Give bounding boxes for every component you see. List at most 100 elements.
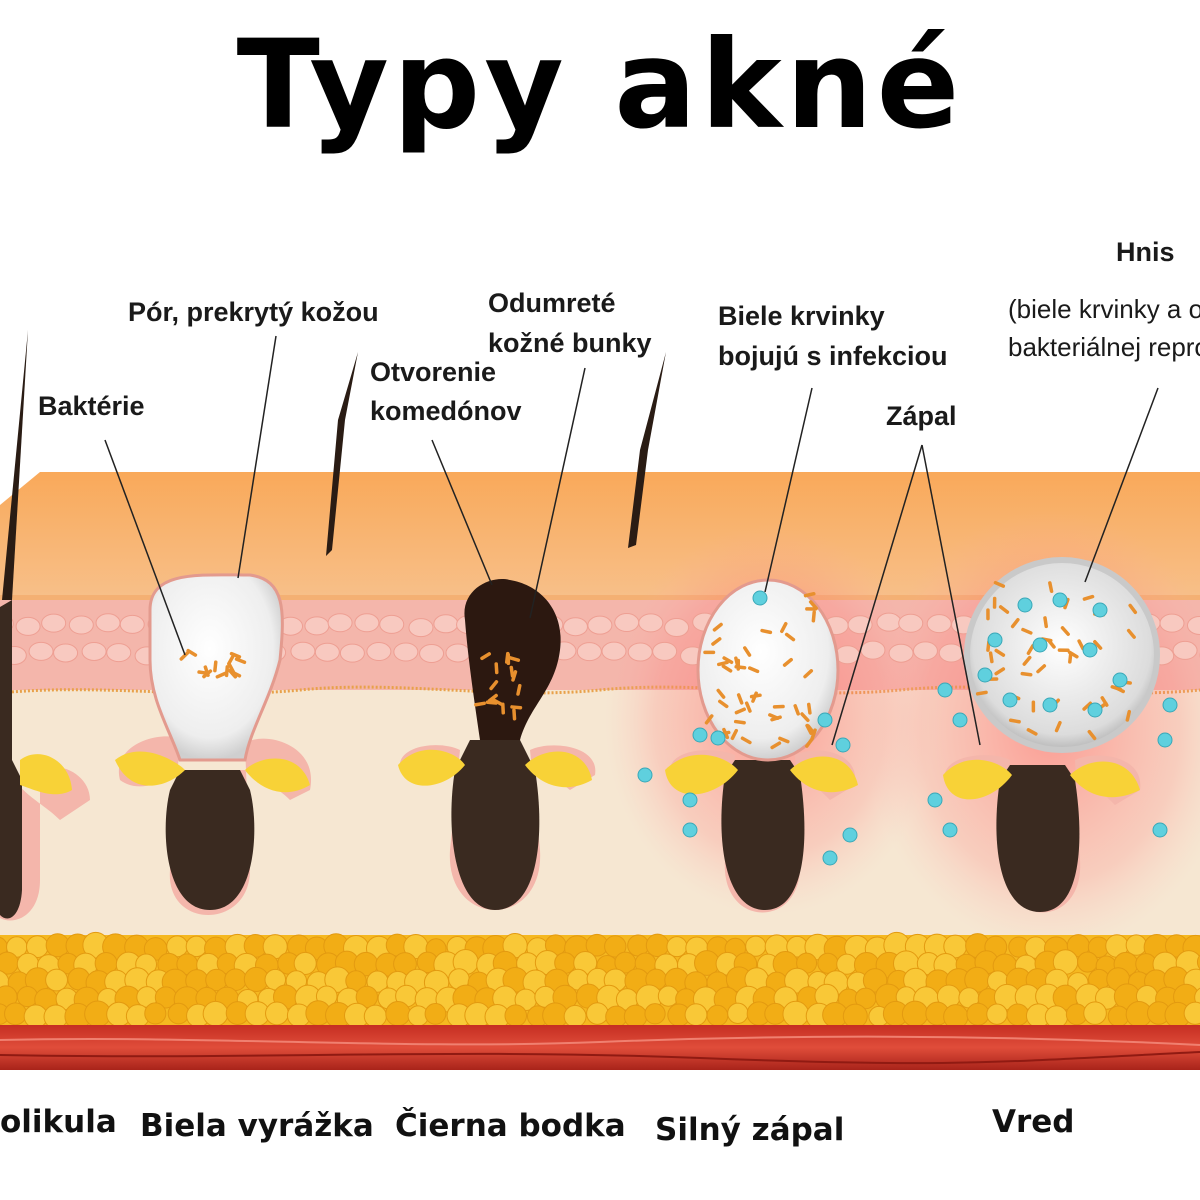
bacterium	[494, 662, 499, 675]
bacterium	[782, 657, 793, 667]
bacterium	[718, 699, 729, 709]
dermis-cell	[314, 642, 340, 662]
fat-cell	[727, 1002, 749, 1025]
bacterium	[1036, 664, 1047, 674]
bacterium	[510, 705, 523, 710]
fat-cell	[185, 935, 208, 958]
dermis-cell	[366, 642, 392, 662]
bacterium	[721, 664, 733, 673]
bacterium	[744, 701, 752, 713]
bacterium	[1031, 700, 1036, 713]
hair-2	[628, 352, 666, 548]
dermis-cell	[562, 617, 588, 637]
dermis-cell	[614, 613, 640, 633]
white-blood-cell	[942, 822, 958, 838]
bacterium	[770, 715, 782, 722]
fat-cell	[563, 1004, 587, 1028]
dermis-cell	[1159, 613, 1185, 633]
follicle-normal	[0, 330, 90, 921]
bacterium	[474, 701, 486, 707]
dermis-cell	[876, 612, 902, 632]
dermis-cell	[393, 642, 419, 662]
white-blood-cell	[817, 712, 833, 728]
bacterium	[780, 621, 788, 634]
bacterium	[512, 708, 517, 721]
callout-comedone-opening-2: komedónov	[370, 396, 522, 426]
fat-cell	[666, 936, 688, 958]
dermis-cell	[379, 614, 405, 634]
white-blood-cell	[977, 667, 993, 683]
bacterium	[224, 665, 230, 678]
dermis-cell	[1172, 640, 1198, 660]
white-blood-cell	[937, 682, 953, 698]
callout-white-cells-2: bojujú s infekciou	[718, 341, 948, 371]
bacterium	[1128, 603, 1138, 615]
white-blood-cell	[1152, 822, 1168, 838]
white-blood-cell	[752, 590, 768, 606]
dermis-cell	[119, 614, 145, 634]
white-blood-cell	[1002, 692, 1018, 708]
bacterium	[227, 662, 236, 674]
fat-cell	[4, 1002, 27, 1026]
dermis-cell	[28, 641, 54, 661]
bacterium	[203, 665, 210, 677]
fat-cell	[966, 1002, 990, 1026]
fat-cell	[45, 968, 68, 992]
bacterium	[994, 648, 1006, 657]
callout-lines	[104, 335, 1159, 746]
bacterium	[772, 704, 785, 709]
bacterium	[810, 728, 817, 740]
dermis-cell	[652, 641, 678, 661]
white-blood-cell	[637, 767, 653, 783]
white-blood-cell	[1017, 597, 1033, 613]
bacterium	[501, 702, 506, 715]
dermis-cell	[1186, 615, 1200, 635]
muscle-layer	[0, 1025, 1200, 1070]
page-title: Typy akné	[236, 14, 964, 156]
fat-cell	[817, 952, 839, 974]
white-blood-cell	[1092, 602, 1108, 618]
type-label-follicle: olikula	[0, 1104, 117, 1140]
dermis-cell	[339, 643, 365, 663]
bacterium	[1048, 581, 1054, 594]
bacterium	[491, 698, 503, 706]
fat-cell	[1125, 934, 1148, 956]
fat-cell	[986, 1003, 1008, 1025]
white-blood-cell	[835, 737, 851, 753]
dermis-cell	[304, 616, 330, 636]
dermis-cell	[419, 644, 445, 664]
fat-cell	[385, 1001, 411, 1027]
callout-bacteria: Baktérie	[38, 391, 145, 421]
fat-cell	[645, 933, 670, 958]
bacterium	[506, 653, 511, 666]
fat-cell	[782, 1000, 810, 1028]
fat-cell	[0, 951, 19, 975]
bacterium	[778, 736, 790, 744]
bacterium	[1020, 671, 1033, 677]
bacterium	[516, 683, 522, 696]
bacterium	[1057, 648, 1070, 653]
dermis-cell	[68, 615, 94, 635]
dermis-cell	[587, 615, 613, 635]
dermis-cell	[290, 641, 316, 661]
fat-cell	[605, 1005, 628, 1028]
bacterium	[998, 605, 1010, 614]
fat-cell	[1183, 1001, 1200, 1025]
fat-cell	[1077, 951, 1099, 973]
bacterium	[994, 667, 1006, 676]
dermis-cell	[912, 641, 938, 661]
fat-cells	[0, 931, 1200, 1030]
bacterium	[730, 728, 739, 741]
white-blood-cell	[1042, 697, 1058, 713]
bacterium	[186, 648, 198, 657]
bacterium	[803, 591, 816, 598]
bacterium	[1126, 628, 1136, 639]
type-label-papule: Silný zápal	[655, 1112, 845, 1148]
hair-1	[326, 352, 358, 556]
fat-cell	[644, 1003, 666, 1025]
dermis-cell	[627, 642, 653, 662]
bacterium	[234, 657, 247, 665]
bacterium	[716, 688, 726, 699]
fat-cell	[604, 935, 627, 958]
bacteria-group	[179, 580, 1138, 750]
